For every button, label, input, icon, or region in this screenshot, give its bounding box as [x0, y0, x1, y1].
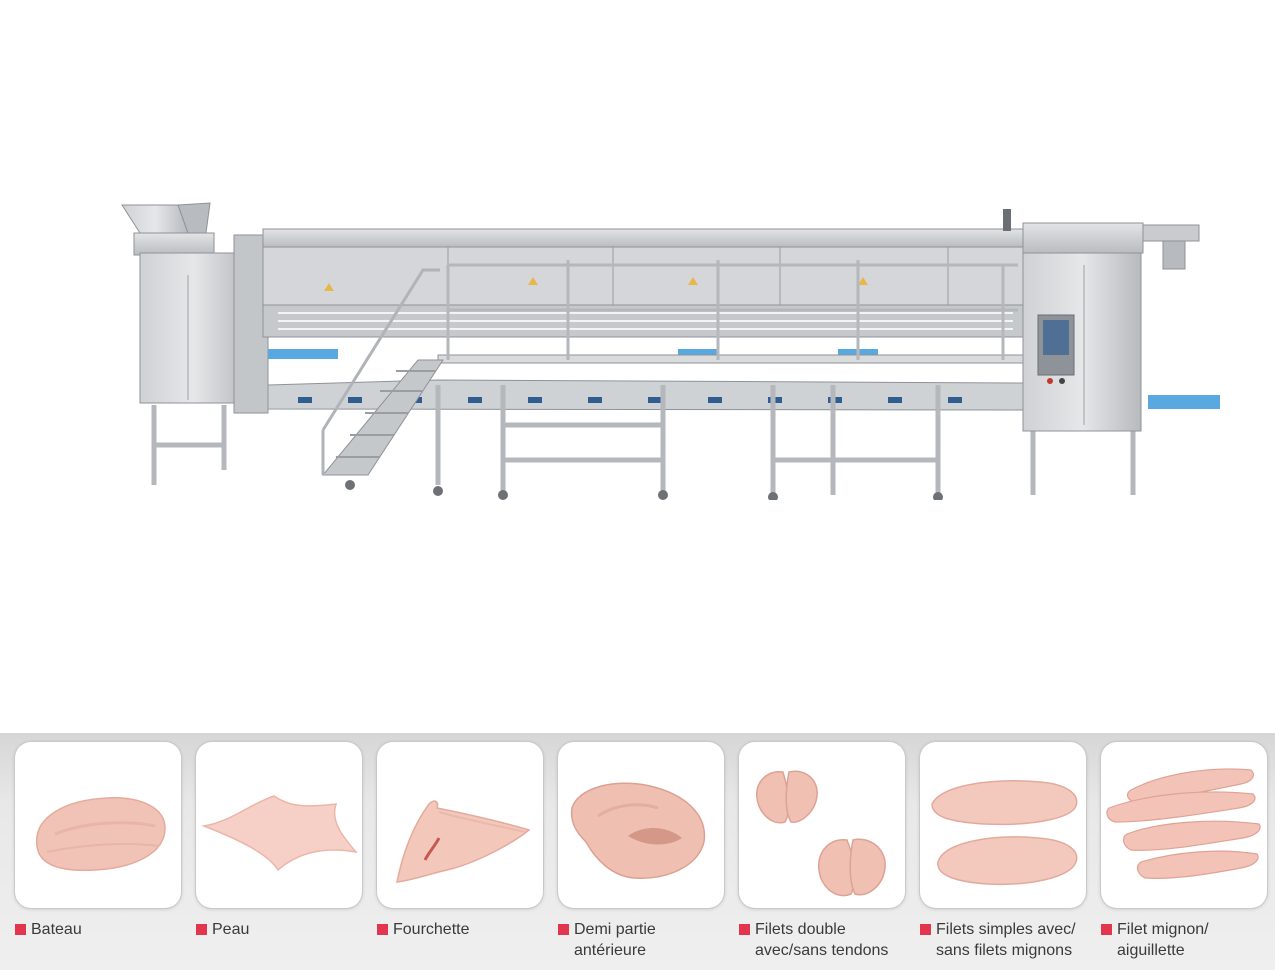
bullet-square-icon: [196, 924, 207, 935]
products-band: Bateau Peau Fourchette Demi partie antér…: [0, 733, 1275, 970]
product-caption-demi-partie: Demi partie antérieure: [558, 919, 733, 961]
product-caption-filet-mignon: Filet mignon/ aiguillette: [1101, 919, 1275, 961]
product-caption-filets-double: Filets double avec/sans tendons: [739, 919, 914, 961]
bullet-square-icon: [920, 924, 931, 935]
product-label: Peau: [212, 921, 250, 938]
bullet-square-icon: [1101, 924, 1112, 935]
product-label: Demi partie antérieure: [574, 921, 656, 959]
product-label: Bateau: [31, 921, 82, 938]
product-caption-fourchette: Fourchette: [377, 919, 552, 940]
product-label: Filets simples avec/ sans filets mignons: [936, 921, 1076, 959]
bullet-square-icon: [377, 924, 388, 935]
product-caption-peau: Peau: [196, 919, 371, 940]
product-card-filet-mignon: [1101, 742, 1267, 908]
breast-skin-icon: [201, 795, 358, 872]
product-card-demi-partie: [558, 742, 724, 908]
product-label: Filets double avec/sans tendons: [755, 921, 889, 959]
front-half-icon: [570, 782, 706, 879]
product-caption-bateau: Bateau: [15, 919, 190, 940]
bullet-square-icon: [558, 924, 569, 935]
double-fillet-icon: [756, 770, 886, 897]
bullet-square-icon: [15, 924, 26, 935]
single-fillet-icon: [931, 780, 1078, 886]
product-label: Fourchette: [393, 921, 470, 938]
product-card-fourchette: [377, 742, 543, 908]
product-card-filets-double: [739, 742, 905, 908]
bullet-square-icon: [739, 924, 750, 935]
product-card-bateau: [15, 742, 181, 908]
product-card-filets-simples: [920, 742, 1086, 908]
deboning-line-machine-illustration: [121, 202, 1220, 500]
product-label: Filet mignon/ aiguillette: [1117, 921, 1209, 959]
wishbone-cut-icon: [396, 800, 531, 883]
butterfly-breast-icon: [36, 797, 166, 872]
product-caption-filets-simples: Filets simples avec/ sans filets mignons: [920, 919, 1095, 961]
inner-fillet-icon: [1106, 768, 1261, 879]
product-card-peau: [196, 742, 362, 908]
